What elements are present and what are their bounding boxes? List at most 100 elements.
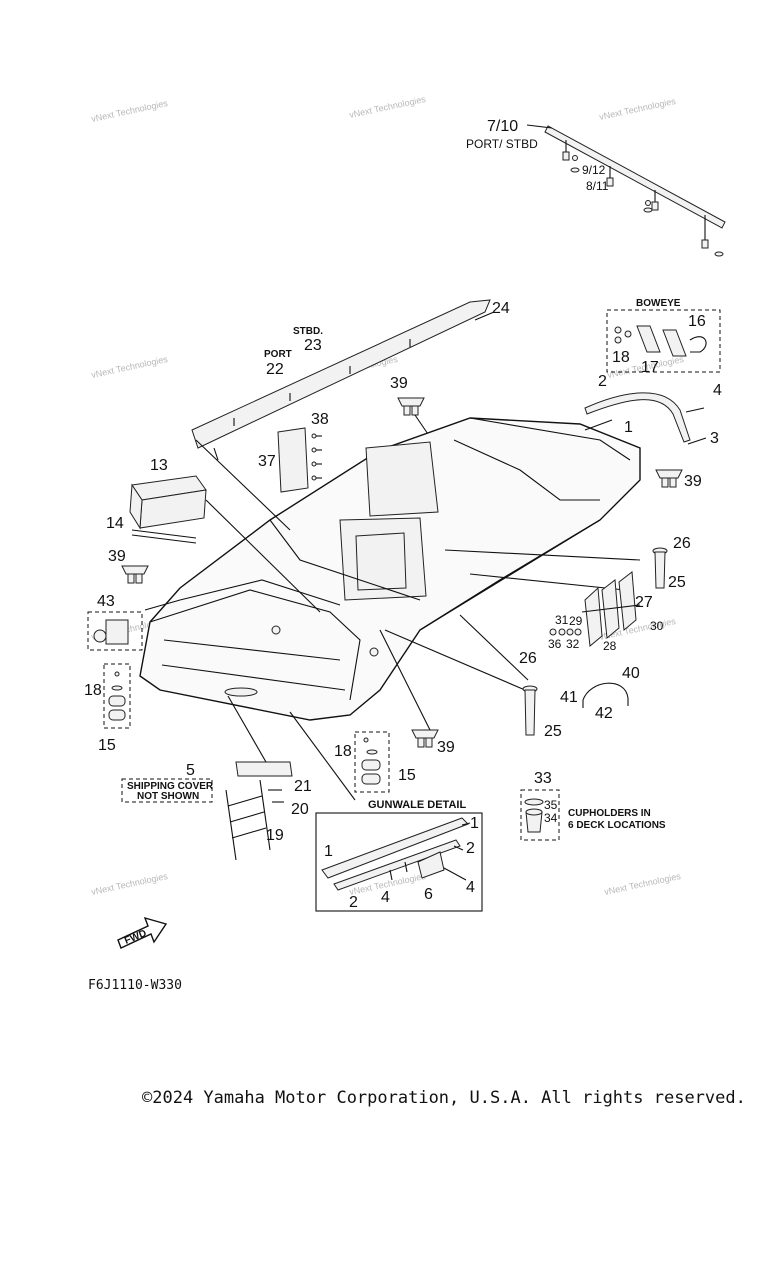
- callout-40: 40: [622, 665, 640, 682]
- shipping-cover-label: SHIPPING COVER: [127, 781, 214, 792]
- grab-handle: [582, 682, 629, 708]
- callout-28: 28: [603, 639, 617, 653]
- boat-hull: [139, 417, 641, 721]
- callout-4-bow: 4: [713, 382, 722, 399]
- callout-42: 42: [595, 705, 613, 722]
- not-shown-label: NOT SHOWN: [137, 791, 199, 802]
- callout-30: 30: [650, 619, 664, 633]
- part-15-left-box: [103, 663, 131, 729]
- callout-32: 32: [566, 637, 580, 651]
- cupholder-box: [520, 789, 560, 841]
- bow-trim: [584, 392, 707, 445]
- callout-35: 35: [544, 798, 558, 812]
- callout-16: 16: [688, 313, 706, 330]
- copyright-notice: ©2024 Yamaha Motor Corporation, U.S.A. A…: [142, 1088, 746, 1108]
- callout-36: 36: [548, 637, 562, 651]
- callout-15-left: 15: [98, 737, 116, 754]
- gunwale-callout-6: 6: [424, 886, 433, 903]
- gunwale-callout-2-right: 2: [466, 840, 475, 857]
- watermark: vNext Technologies: [598, 96, 677, 122]
- boweye-parts: [614, 325, 707, 357]
- fwd-label: FWD: [123, 928, 148, 947]
- callout-33: 33: [534, 770, 552, 787]
- fwd-arrow-icon: [117, 916, 168, 949]
- watermark: vNext Technologies: [90, 354, 169, 380]
- cupholder: [524, 798, 544, 833]
- poles: [131, 529, 197, 544]
- cupholders-note-2: 6 DECK LOCATIONS: [568, 820, 666, 831]
- callout-22: 22: [266, 361, 284, 378]
- watermark: vNext Technologies: [603, 871, 682, 897]
- callout-15-mid: 15: [398, 767, 416, 784]
- cupholders-note-1: CUPHOLDERS IN: [568, 808, 651, 819]
- callout-24: 24: [492, 300, 510, 317]
- latch-left: [108, 671, 126, 721]
- storage-box: [129, 475, 207, 530]
- gunwale-callout-2-left: 2: [349, 894, 358, 911]
- boweye-box: [606, 309, 721, 373]
- callout-17: 17: [641, 359, 659, 376]
- gunwale-detail-parts: [321, 817, 471, 891]
- callout-8-11: 8/11: [586, 179, 609, 193]
- gunwale-detail-box: [315, 812, 483, 912]
- cleat-bottom: [411, 729, 439, 748]
- part-43-box: [87, 611, 143, 651]
- rod-holder-bottom: [522, 685, 538, 736]
- callout-1-bow: 1: [624, 419, 633, 436]
- watermark: vNext Technologies: [90, 98, 169, 124]
- callout-39-bottom: 39: [437, 739, 455, 756]
- gunwale-rail-assembly: [191, 299, 495, 461]
- callout-39-right: 39: [684, 473, 702, 490]
- callout-43: 43: [97, 593, 115, 610]
- mount-plate: [277, 427, 322, 493]
- callout-31: 31: [555, 613, 569, 627]
- callout-13: 13: [150, 457, 168, 474]
- callout-stbd: STBD.: [293, 326, 323, 337]
- callout-27: 27: [635, 594, 653, 611]
- callout-port-stbd: PORT/ STBD: [466, 137, 538, 151]
- shipping-cover-box: [121, 778, 213, 803]
- washers: [549, 628, 582, 636]
- callout-26-bottom: 26: [519, 650, 537, 667]
- callout-2-bow: 2: [598, 373, 607, 390]
- cleat-right: [655, 469, 683, 488]
- callout-41: 41: [560, 689, 578, 706]
- callout-29: 29: [569, 614, 583, 628]
- part-43: [93, 619, 129, 645]
- figure-code: F6J1110-W330: [88, 978, 182, 993]
- callout-23: 23: [304, 337, 322, 354]
- latch-mid: [361, 737, 381, 785]
- callout-5: 5: [186, 762, 195, 779]
- callout-18-boweye: 18: [612, 349, 630, 366]
- callout-18-mid: 18: [334, 743, 352, 760]
- callout-18-left: 18: [84, 682, 102, 699]
- callout-20: 20: [291, 801, 309, 818]
- callout-boweye: BOWEYE: [636, 298, 681, 309]
- rod-holder-right: [652, 547, 668, 589]
- boarding-ladder: [225, 761, 293, 861]
- callout-14: 14: [106, 515, 124, 532]
- watermark: vNext Technologies: [90, 871, 169, 897]
- callout-25-bottom: 25: [544, 723, 562, 740]
- leader-lines: [144, 419, 641, 801]
- top-rail: [544, 125, 726, 229]
- callout-25-right: 25: [668, 574, 686, 591]
- part-15-mid-box: [354, 731, 390, 793]
- callout-37: 37: [258, 453, 276, 470]
- rod-rack: [581, 571, 641, 647]
- cleat-left: [121, 565, 149, 584]
- top-rail-assembly: [526, 124, 726, 257]
- callout-9-12: 9/12: [582, 163, 606, 177]
- callout-3: 3: [710, 430, 719, 447]
- callout-7-10: 7/10: [487, 118, 518, 135]
- seat-back: [365, 441, 439, 517]
- watermark: vNext Technologies: [348, 94, 427, 120]
- gunwale-detail-title: GUNWALE DETAIL: [368, 799, 466, 811]
- callout-34: 34: [544, 811, 558, 825]
- callout-39-top: 39: [390, 375, 408, 392]
- cleat-top: [397, 397, 433, 441]
- callout-39-left: 39: [108, 548, 126, 565]
- callout-port: PORT: [264, 349, 292, 360]
- callout-19: 19: [266, 827, 284, 844]
